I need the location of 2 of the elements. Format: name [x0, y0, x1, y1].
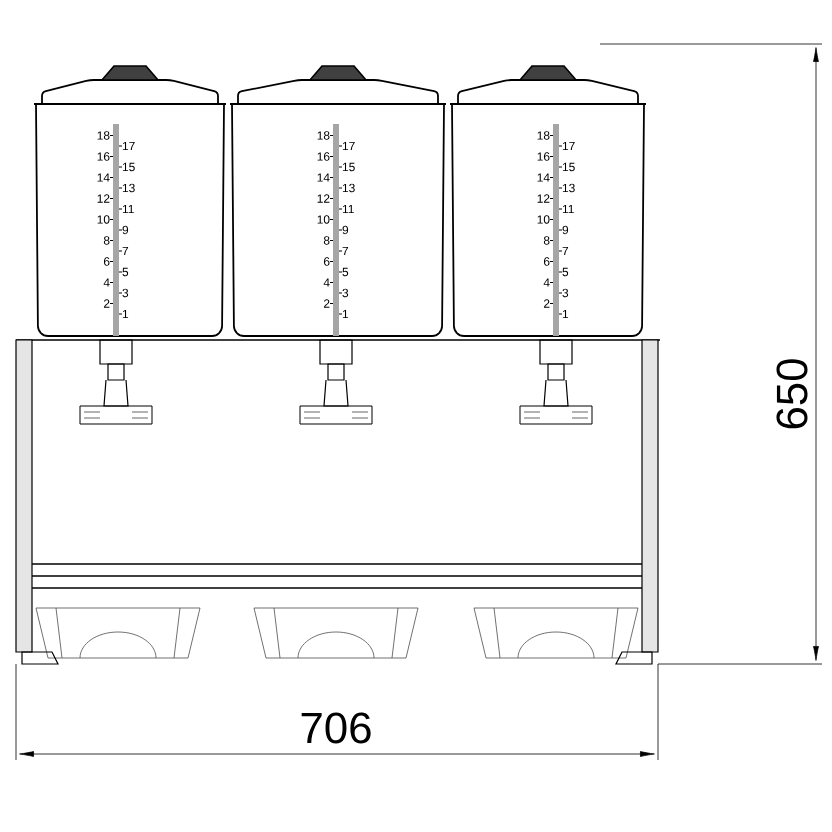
dimension-label: 706 — [301, 712, 371, 744]
dimension-label: 650 — [776, 359, 808, 429]
